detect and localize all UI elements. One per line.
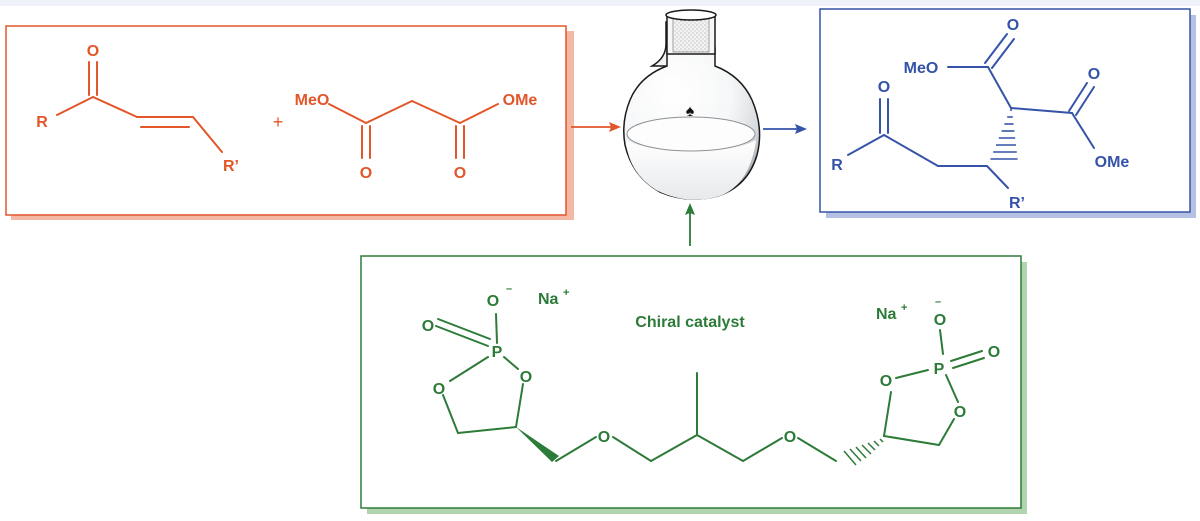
- product-ester-o-right: O: [1088, 66, 1100, 83]
- product-structure: [847, 33, 1095, 189]
- plus-sign: +: [273, 112, 284, 132]
- product-meo: MeO: [904, 60, 939, 77]
- enone-carbonyl-o: O: [87, 43, 99, 60]
- catalyst-title: Chiral catalyst: [635, 314, 745, 331]
- malonate-o-right: O: [454, 165, 466, 182]
- reactants-panel: O R R’ + MeO OMe O O: [5, 25, 574, 220]
- catalyst-o-double-right: O: [988, 344, 1000, 361]
- product-ester-o-top: O: [1007, 17, 1019, 34]
- catalyst-hash-wedge: [843, 438, 884, 466]
- product-r-group: R: [831, 157, 843, 174]
- catalyst-o-ring1-left: O: [433, 381, 445, 398]
- product-arrow: [763, 124, 807, 134]
- malonate-structure: [328, 100, 499, 159]
- malonate-meo: MeO: [295, 92, 330, 109]
- catalyst-p-left: P: [492, 344, 503, 361]
- enone-structure: [56, 61, 223, 153]
- catalyst-na-left: Na: [538, 291, 559, 308]
- catalyst-o-ring2-right: O: [954, 404, 966, 421]
- enone-r-group: R: [36, 114, 48, 131]
- product-panel: R O MeO O O OMe R’: [819, 8, 1196, 218]
- catalyst-bold-wedge: [516, 427, 559, 462]
- catalyst-na-right: Na: [876, 306, 897, 323]
- catalyst-o-ether-left: O: [598, 429, 610, 446]
- malonate-ome: OMe: [503, 92, 538, 109]
- catalyst-na-right-charge: +: [901, 302, 907, 314]
- flask-stir-symbol: ♠: [686, 103, 695, 120]
- catalyst-arrow: [685, 203, 695, 246]
- round-bottom-flask-icon: ♠: [623, 9, 761, 200]
- catalyst-panel-frame: [360, 255, 1022, 509]
- reactants-panel-frame: [5, 25, 567, 216]
- catalyst-o-minus-right: O: [934, 312, 946, 329]
- product-r-prime-group: R’: [1009, 195, 1025, 212]
- product-ome: OMe: [1095, 154, 1130, 171]
- reactant-arrow: [571, 122, 621, 132]
- top-band: [0, 0, 1200, 6]
- catalyst-minus-right: –: [935, 296, 941, 308]
- product-stereo-hash: [990, 109, 1018, 160]
- product-ketone-o: O: [878, 79, 890, 96]
- catalyst-na-left-charge: +: [563, 287, 569, 299]
- catalyst-minus-left: –: [506, 283, 512, 295]
- catalyst-o-ring1-right: O: [880, 373, 892, 390]
- catalyst-o-double-left: O: [422, 318, 434, 335]
- enone-r-prime-group: R’: [223, 158, 239, 175]
- malonate-o-left: O: [360, 165, 372, 182]
- catalyst-o-minus-left: O: [487, 293, 499, 310]
- catalyst-structure: [435, 313, 985, 462]
- catalyst-o-ring2-left: O: [520, 369, 532, 386]
- product-panel-frame: [819, 8, 1191, 213]
- catalyst-o-ether-right: O: [784, 429, 796, 446]
- catalyst-p-right: P: [934, 361, 945, 378]
- catalyst-panel: Chiral catalyst: [360, 255, 1027, 514]
